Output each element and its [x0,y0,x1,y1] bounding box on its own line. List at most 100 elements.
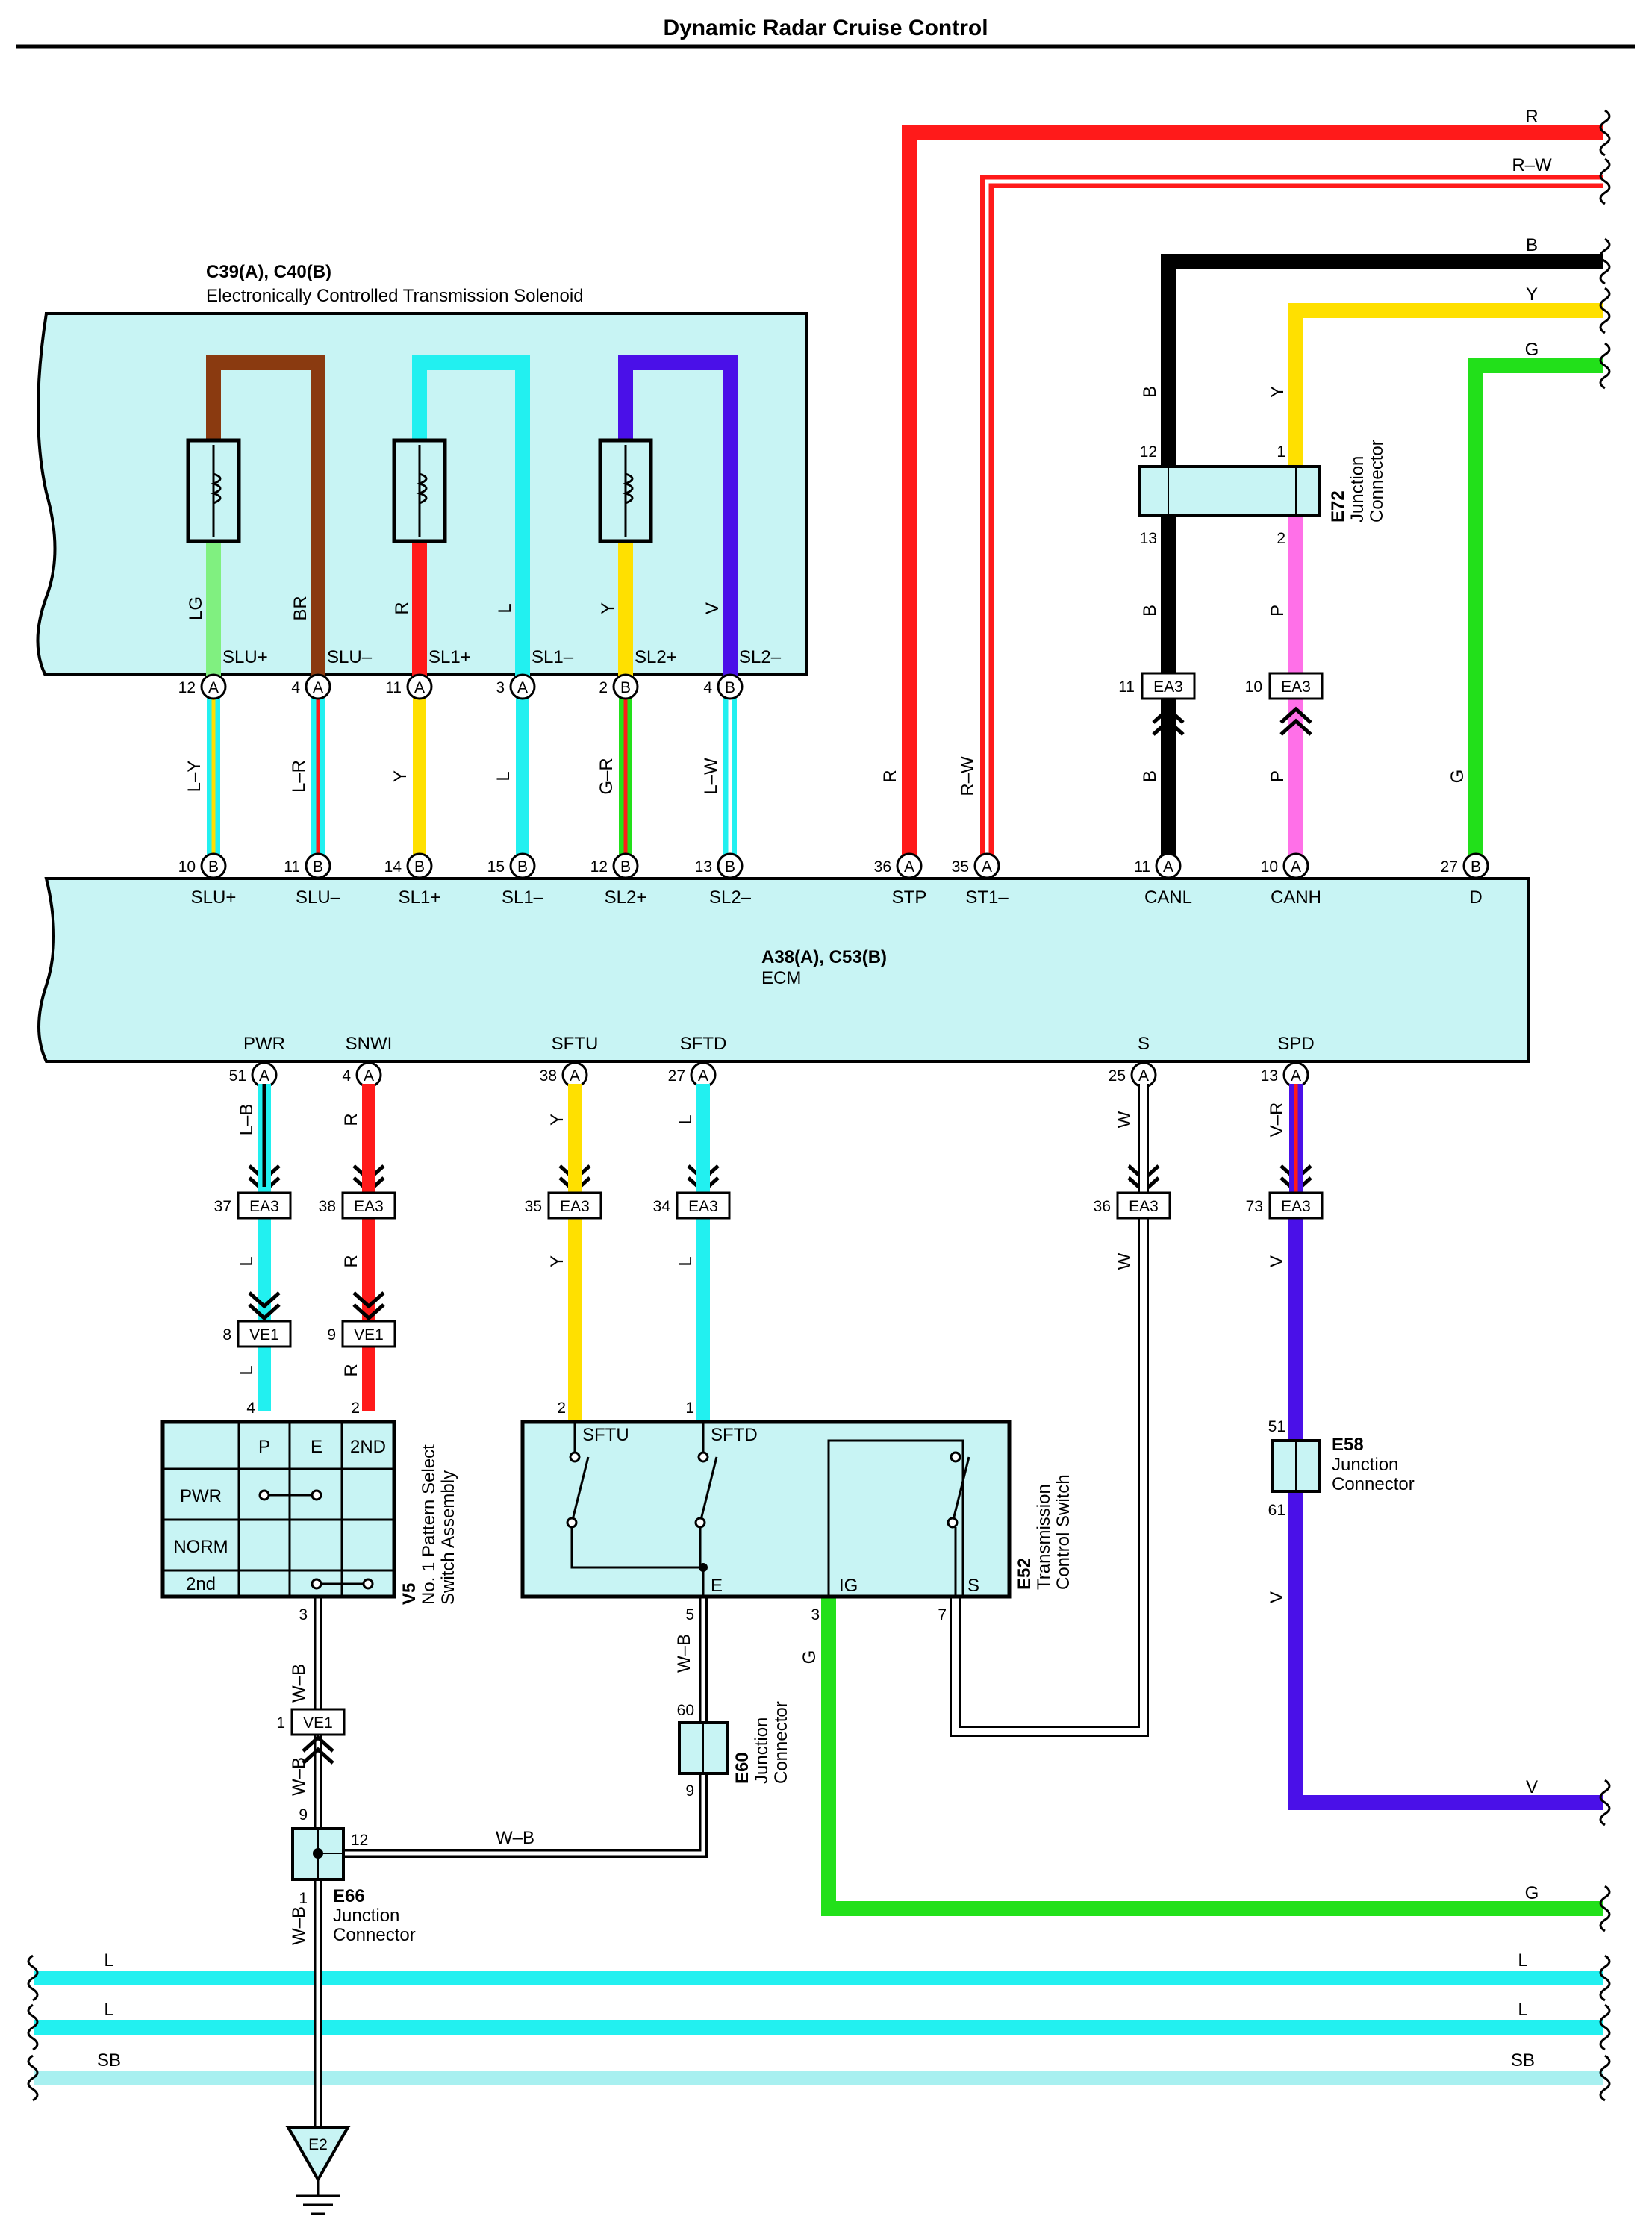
conn-letter: A [698,1067,708,1085]
pin-number: 2 [599,679,608,696]
ea3-connector [1141,672,1196,700]
break-mark-icon [27,1954,39,2002]
wire-label: W–B [496,1828,534,1848]
terminal-circle [305,673,331,700]
conn-label: EA3 [1153,678,1183,696]
wire-label: L [676,1114,696,1124]
ecm-name: ECM [761,968,801,988]
contact [258,1489,270,1501]
conn-letter: B [1471,858,1481,876]
ea3-connector [237,1191,292,1220]
e52-sftd: SFTD [711,1425,758,1445]
terminal-circle [200,852,227,879]
terminal-circle [406,852,433,879]
wire-label: P [1268,605,1288,617]
terminal-circle [1282,852,1309,879]
conn-letter: A [1163,858,1173,876]
junction-dot [699,1563,708,1572]
wire-label-y: Y [598,602,618,614]
break-mark-icon [1599,1779,1611,1826]
pin-number: 11 [284,858,300,876]
v5-col-p: P [258,1437,270,1457]
wire-s [952,1084,1147,1735]
switch-common [570,1527,702,1569]
switch-arm [699,1456,718,1523]
terminal-circle [1462,852,1489,879]
pin-number: 11 [1134,858,1150,876]
v5-name2: Switch Assembly [438,1470,458,1605]
wire-label-v: V [702,602,723,614]
wire-label: L [237,1365,257,1375]
pin-number: 13 [1140,530,1157,547]
wire-label: W [1115,1252,1135,1270]
wire-label: V–R [1267,1102,1287,1138]
wire-label: R [341,1113,361,1126]
pin-number: 14 [384,858,402,876]
pin-number: 51 [1268,1418,1285,1435]
ve1-connector [237,1320,292,1348]
terminal-circle [509,673,536,700]
wire-label: L [676,1256,696,1266]
wire-label: P [1268,770,1288,782]
break-mark-icon [1599,2003,1611,2051]
conn-letter: A [414,679,425,696]
wire-label-br: BR [290,596,311,620]
pin-number: 12 [351,1832,368,1849]
v5-row-2nd: 2nd [186,1574,216,1594]
pin-number: 38 [540,1067,557,1085]
wire-r-stp [902,125,1603,866]
wire-label: L [237,1256,257,1266]
contact [694,1517,706,1529]
wire-label: V [1267,1255,1287,1267]
male-connector-icon [1279,706,1312,736]
pin-number: 1 [276,1715,285,1732]
wire-label-r: R [392,602,412,614]
wire-label: R–W [958,756,978,796]
v5-name1: No. 1 Pattern Select [419,1444,439,1605]
wire-label: B [1140,386,1160,398]
terminal-circle [973,852,1000,879]
pin-number: 9 [299,1806,308,1823]
wire-label: L–W [701,758,721,795]
pin-number: 1 [299,1890,308,1907]
e58-name1: Junction [1332,1455,1398,1475]
coil-symbol [210,472,222,505]
wire-label-b: B [1526,235,1538,255]
ecm-terminal-name: SLU– [296,887,341,908]
pin-number: 11 [1118,678,1135,696]
wire-b-canl [1161,254,1603,866]
ecm-terminal-name: CANH [1271,887,1321,908]
bus-label: L [104,1950,113,1971]
wire-label: L–R [289,760,309,793]
wire-wb-e52-outline [318,1597,708,1858]
ecm-ref: A38(A), C53(B) [761,947,887,967]
conn-letter: B [414,858,425,876]
wire-label-l: L [495,603,515,613]
pin-number: 12 [1140,443,1157,461]
break-mark-icon [27,2003,39,2051]
pin-number: 10 [178,858,196,876]
pin-number: 2 [351,1400,360,1417]
pin-number: 61 [1268,1502,1285,1519]
terminal-circle [717,673,744,700]
conn-label: EA3 [560,1198,590,1215]
bus-label: SB [1511,2050,1535,2071]
terminal-slu-minus: SLU– [327,647,373,667]
contact [947,1517,959,1529]
ecm-block: A38(A), C53(B) ECM [37,877,1530,1063]
pin-number: 2 [557,1400,566,1417]
pin-number: 11 [385,679,402,696]
wire-v [1288,1194,1603,1810]
pin-number: 7 [938,1606,947,1623]
wire-s-outline [950,1084,1149,1737]
solenoid-block: C39(A), C40(B) Electronically Controlled… [36,262,808,676]
pin-number: 10 [1261,858,1278,876]
break-mark-icon [1599,1954,1611,2002]
v5-row-norm: NORM [173,1537,228,1557]
solenoid-name: Electronically Controlled Transmission S… [206,286,584,306]
pin-number: 4 [703,679,712,696]
pin-number: 9 [327,1326,336,1344]
ecm-terminal-name: SL1+ [399,887,441,908]
male-connector-icon [1152,706,1185,736]
